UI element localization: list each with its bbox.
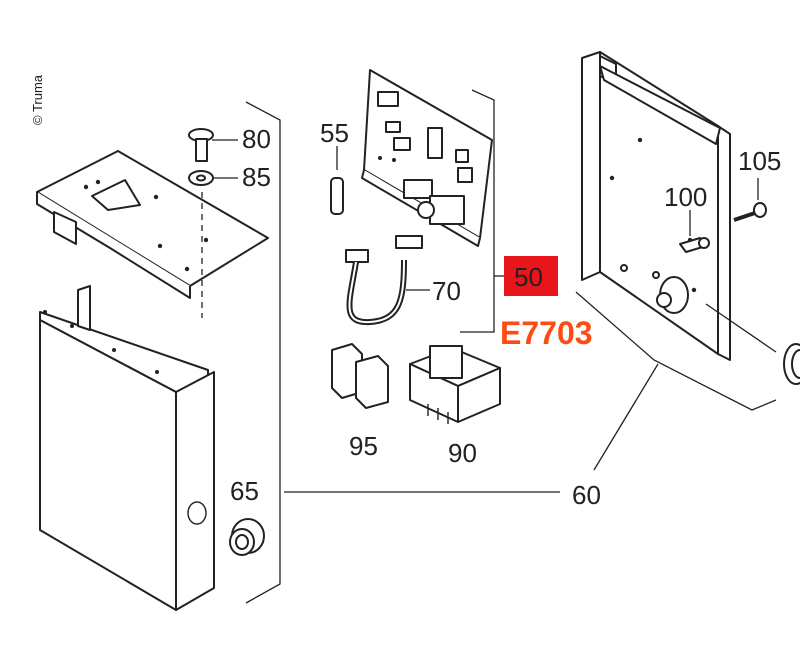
label-100: 100 [664, 182, 707, 212]
cable-harness-70 [345, 235, 430, 326]
clip-100 [679, 210, 710, 253]
right-group-bracket [575, 291, 777, 471]
highlighted-part-50[interactable]: 50 [504, 256, 558, 296]
housing [39, 285, 215, 611]
copyright-text: © Truma [30, 74, 45, 125]
mounting-plate [581, 51, 777, 361]
label-70: 70 [432, 276, 461, 306]
cover-lid [36, 150, 269, 318]
label-60: 60 [572, 480, 601, 510]
label-90: 90 [448, 438, 477, 468]
label-105: 105 [738, 146, 781, 176]
washer-85 [188, 170, 238, 186]
relays-95 [331, 343, 389, 409]
transformer-90 [409, 345, 501, 424]
article-code: E7703 [500, 315, 593, 351]
grommet-right [783, 343, 800, 385]
screw-105 [733, 178, 767, 222]
screw-80 [188, 128, 238, 162]
circuit-board [361, 69, 493, 247]
label-50: 50 [514, 262, 543, 292]
left-group-bracket [245, 101, 560, 604]
label-65: 65 [230, 476, 259, 506]
fuse-55 [330, 146, 344, 215]
label-55: 55 [320, 118, 349, 148]
middle-group-bracket [460, 89, 504, 333]
label-80: 80 [242, 124, 271, 154]
label-85: 85 [242, 162, 271, 192]
label-95: 95 [349, 431, 378, 461]
grommet-65 [229, 518, 265, 556]
